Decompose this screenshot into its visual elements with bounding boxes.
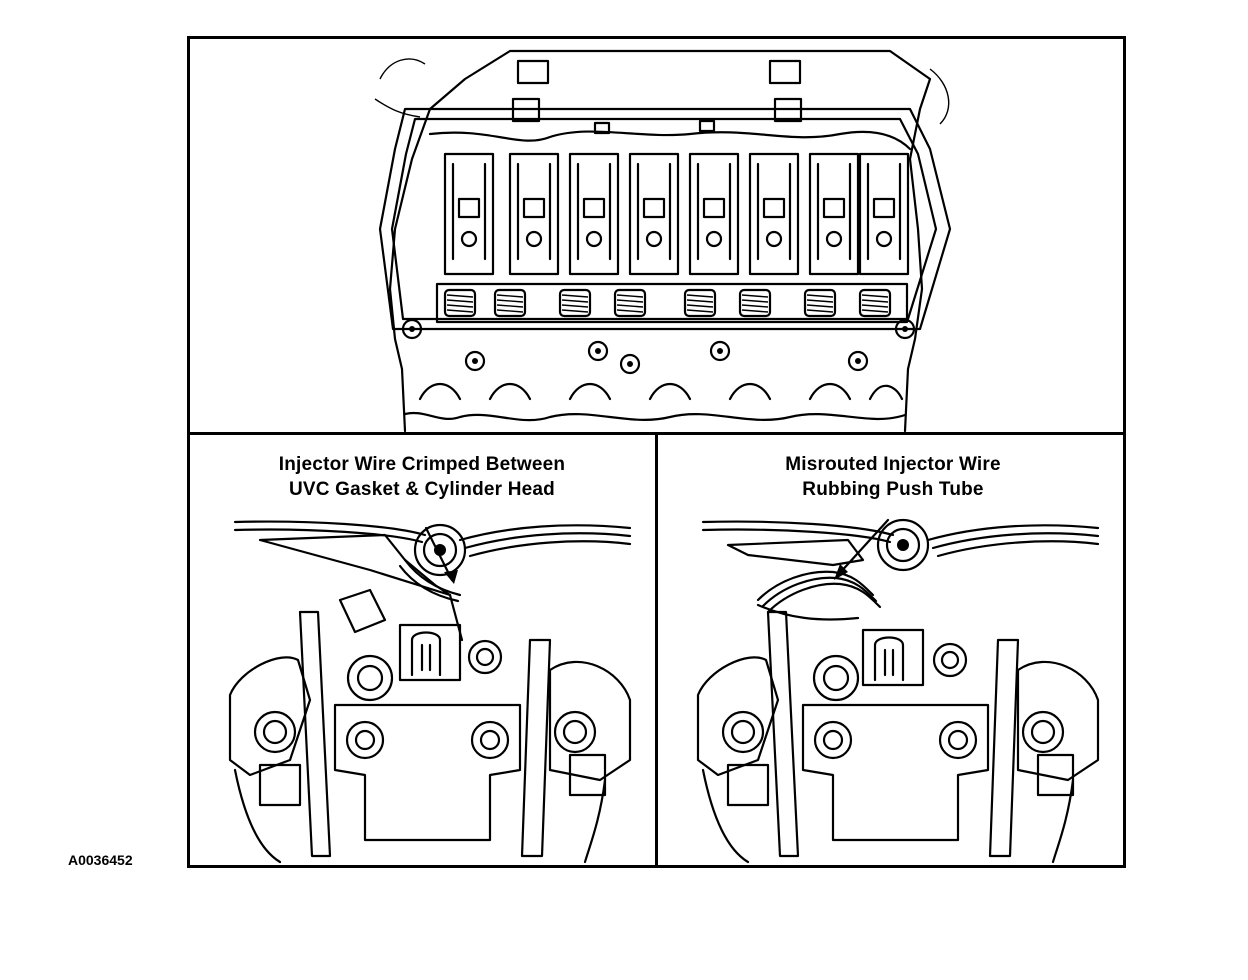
- cylinder-head-overview-drawing: [374, 49, 952, 432]
- right-caption-line1: Misrouted Injector Wire: [785, 454, 1001, 475]
- misrouted-wire-detail-drawing: [696, 518, 1100, 864]
- left-caption-line2: UVC Gasket & Cylinder Head: [288, 479, 555, 500]
- crimped-wire-detail-drawing: [228, 520, 632, 864]
- left-panel-caption: Injector Wire Crimped Between UVC Gasket…: [192, 452, 652, 502]
- panel-divider-vertical: [655, 434, 658, 868]
- left-caption-line1: Injector Wire Crimped Between: [278, 454, 566, 475]
- figure-id: A0036452: [68, 852, 133, 868]
- right-panel-caption: Misrouted Injector Wire Rubbing Push Tub…: [663, 452, 1123, 502]
- right-caption-line2: Rubbing Push Tube: [802, 479, 984, 500]
- panel-divider-horizontal: [187, 432, 1126, 435]
